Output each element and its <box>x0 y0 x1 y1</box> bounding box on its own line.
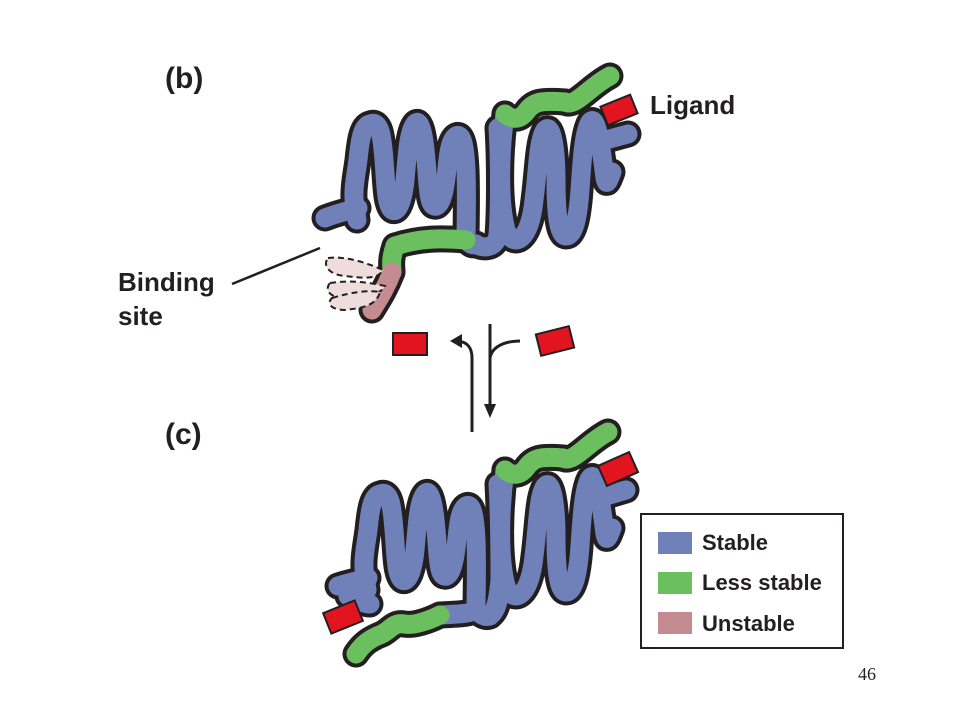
ligand-free-right <box>534 325 576 357</box>
ligand-free-left <box>392 332 428 356</box>
legend-swatch-less-stable <box>658 572 692 594</box>
panel-b-label: (b) <box>165 62 203 95</box>
binding-site-flexible-region <box>325 256 387 312</box>
legend-label-unstable: Unstable <box>702 611 795 636</box>
panel-c-label: (c) <box>165 418 202 451</box>
legend-label-stable: Stable <box>702 530 768 555</box>
protein-c <box>324 418 640 668</box>
page-number: 46 <box>858 664 876 684</box>
legend-label-less-stable: Less stable <box>702 570 822 595</box>
binding-site-label-line2: site <box>118 301 163 331</box>
protein-c-fill <box>328 422 636 664</box>
equilibrium-arrows <box>450 324 521 432</box>
protein-b <box>311 62 642 324</box>
protein-b-fill <box>315 66 638 320</box>
legend-swatch-stable <box>658 532 692 554</box>
legend-swatch-unstable <box>658 612 692 634</box>
ligand-c-top <box>596 450 640 488</box>
binding-site-label-line1: Binding <box>118 267 215 297</box>
binding-site-leader-line <box>231 246 321 286</box>
ligand-label: Ligand <box>650 90 735 120</box>
ligand-c-bottom <box>321 599 365 635</box>
legend: Stable Less stable Unstable <box>640 513 844 649</box>
ligand-b <box>599 93 639 127</box>
